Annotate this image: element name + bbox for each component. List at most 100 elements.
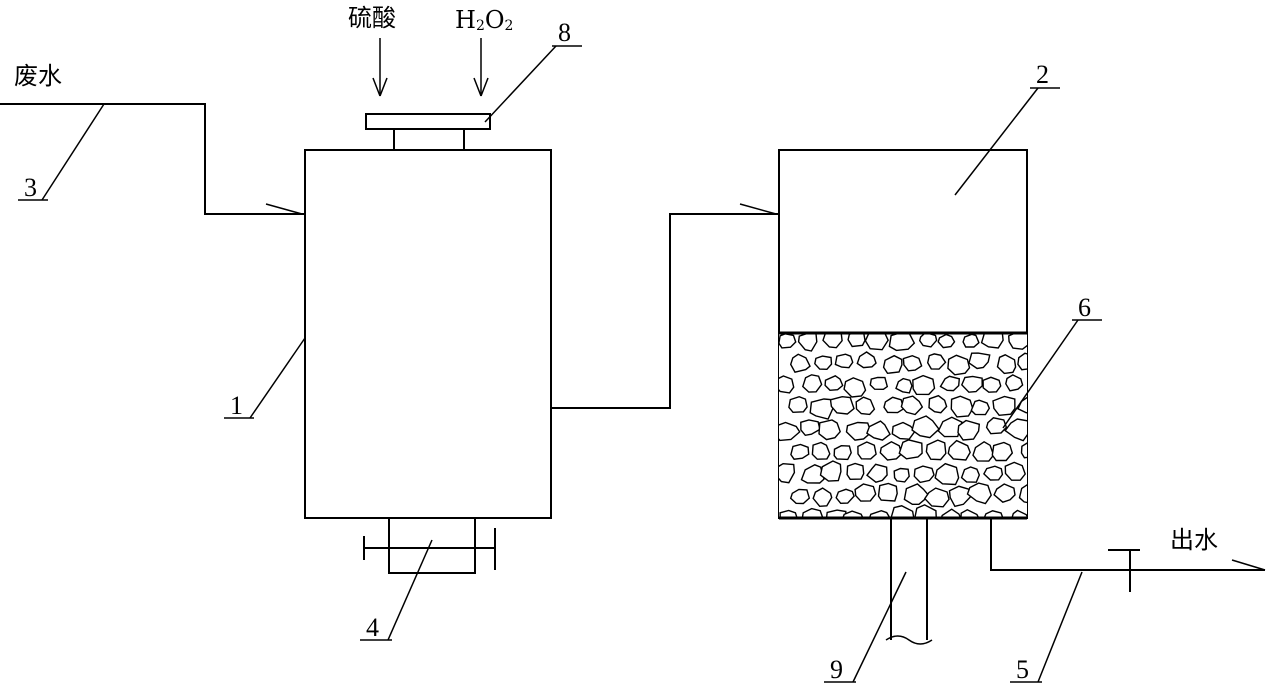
pebble <box>811 441 831 460</box>
pebble <box>923 487 950 508</box>
pebble <box>857 441 877 460</box>
drain-pipe <box>885 518 933 645</box>
pebble <box>895 377 913 394</box>
pebble <box>937 416 963 438</box>
dosing-cap <box>365 113 491 130</box>
pebble <box>947 354 971 376</box>
callout-6: 6 <box>1078 293 1091 322</box>
pebble <box>890 505 915 518</box>
pebble <box>911 415 940 439</box>
outlet-arrow-icon <box>1231 559 1266 571</box>
pebble <box>812 487 833 508</box>
h2o2-o: O <box>485 6 505 34</box>
pebble <box>926 353 947 370</box>
pebble <box>948 485 972 508</box>
pebble <box>1020 442 1027 459</box>
pebble <box>842 510 864 518</box>
h2o2-label: H2O2 <box>455 6 513 34</box>
pebble <box>903 483 930 505</box>
outlet-water-label: 出水 <box>1170 526 1218 554</box>
callout-5: 5 <box>1016 655 1029 684</box>
outlet-pipe <box>990 518 1265 571</box>
pebble <box>855 396 876 416</box>
pebble <box>966 482 992 505</box>
pebble <box>843 377 867 398</box>
pebble <box>788 395 808 414</box>
pebble <box>829 395 855 415</box>
pebble <box>996 354 1017 375</box>
pebble <box>937 333 956 349</box>
pebble <box>918 333 938 348</box>
pebble <box>789 353 811 374</box>
leader-9 <box>852 571 907 683</box>
pebble <box>856 351 877 369</box>
pebble <box>814 355 833 371</box>
pebble <box>833 444 852 461</box>
media-bed <box>779 333 1027 518</box>
pebble <box>822 333 843 349</box>
pebble <box>893 467 910 483</box>
leader-1 <box>249 337 306 419</box>
pebble <box>957 419 981 441</box>
pebble <box>992 395 1016 417</box>
pebble <box>800 419 821 437</box>
pebble <box>970 399 991 416</box>
pebble <box>835 488 855 505</box>
transfer-arrow-icon <box>739 203 777 215</box>
pebble <box>790 443 810 460</box>
pebble <box>914 504 937 518</box>
pebble <box>846 462 865 481</box>
pebble <box>960 466 981 483</box>
pebble <box>819 460 842 482</box>
leader-2 <box>954 87 1039 196</box>
callout-8: 8 <box>558 18 571 47</box>
pebble <box>888 333 916 352</box>
pebble <box>982 376 1002 393</box>
pebble <box>834 353 854 369</box>
pebble <box>1004 461 1026 481</box>
pebble <box>877 482 898 502</box>
pebble <box>991 441 1014 462</box>
pebble <box>947 439 971 461</box>
pebble <box>866 463 888 483</box>
bottom-valve <box>363 517 496 574</box>
pebble <box>1017 352 1027 371</box>
leader-3 <box>41 103 105 201</box>
pebble <box>882 354 903 375</box>
pebble <box>868 509 891 518</box>
pebble <box>898 439 923 460</box>
reactor-vessel <box>304 149 552 519</box>
leader-6 <box>1002 319 1079 429</box>
pebble <box>779 421 801 442</box>
pebble <box>934 462 960 486</box>
pebble <box>950 395 974 418</box>
sulfuric-acid-arrow <box>372 38 388 97</box>
callout-1: 1 <box>230 391 243 420</box>
pebble <box>939 375 961 392</box>
pebble <box>1018 484 1027 504</box>
pebble <box>968 352 991 370</box>
pebble <box>972 440 995 462</box>
wastewater-label: 废水 <box>14 62 62 90</box>
pebble <box>866 420 891 441</box>
pebble <box>913 465 935 484</box>
pebble <box>925 439 947 461</box>
wastewater-inlet-pipe <box>0 103 305 215</box>
pebble <box>891 421 916 440</box>
callout-3: 3 <box>24 173 37 202</box>
pebble <box>845 421 872 441</box>
leader-8 <box>484 45 557 123</box>
pebble <box>854 483 877 502</box>
pebble <box>962 333 980 348</box>
pebble <box>983 465 1004 481</box>
pebble <box>983 510 1004 518</box>
h2o2-h: H <box>455 6 476 34</box>
pebble <box>980 333 1004 349</box>
h2o2-arrow <box>473 38 489 97</box>
pebble <box>1005 374 1024 392</box>
pebble <box>1004 418 1027 442</box>
pebble <box>900 395 924 416</box>
pebble <box>779 462 796 484</box>
pebble <box>993 483 1016 503</box>
